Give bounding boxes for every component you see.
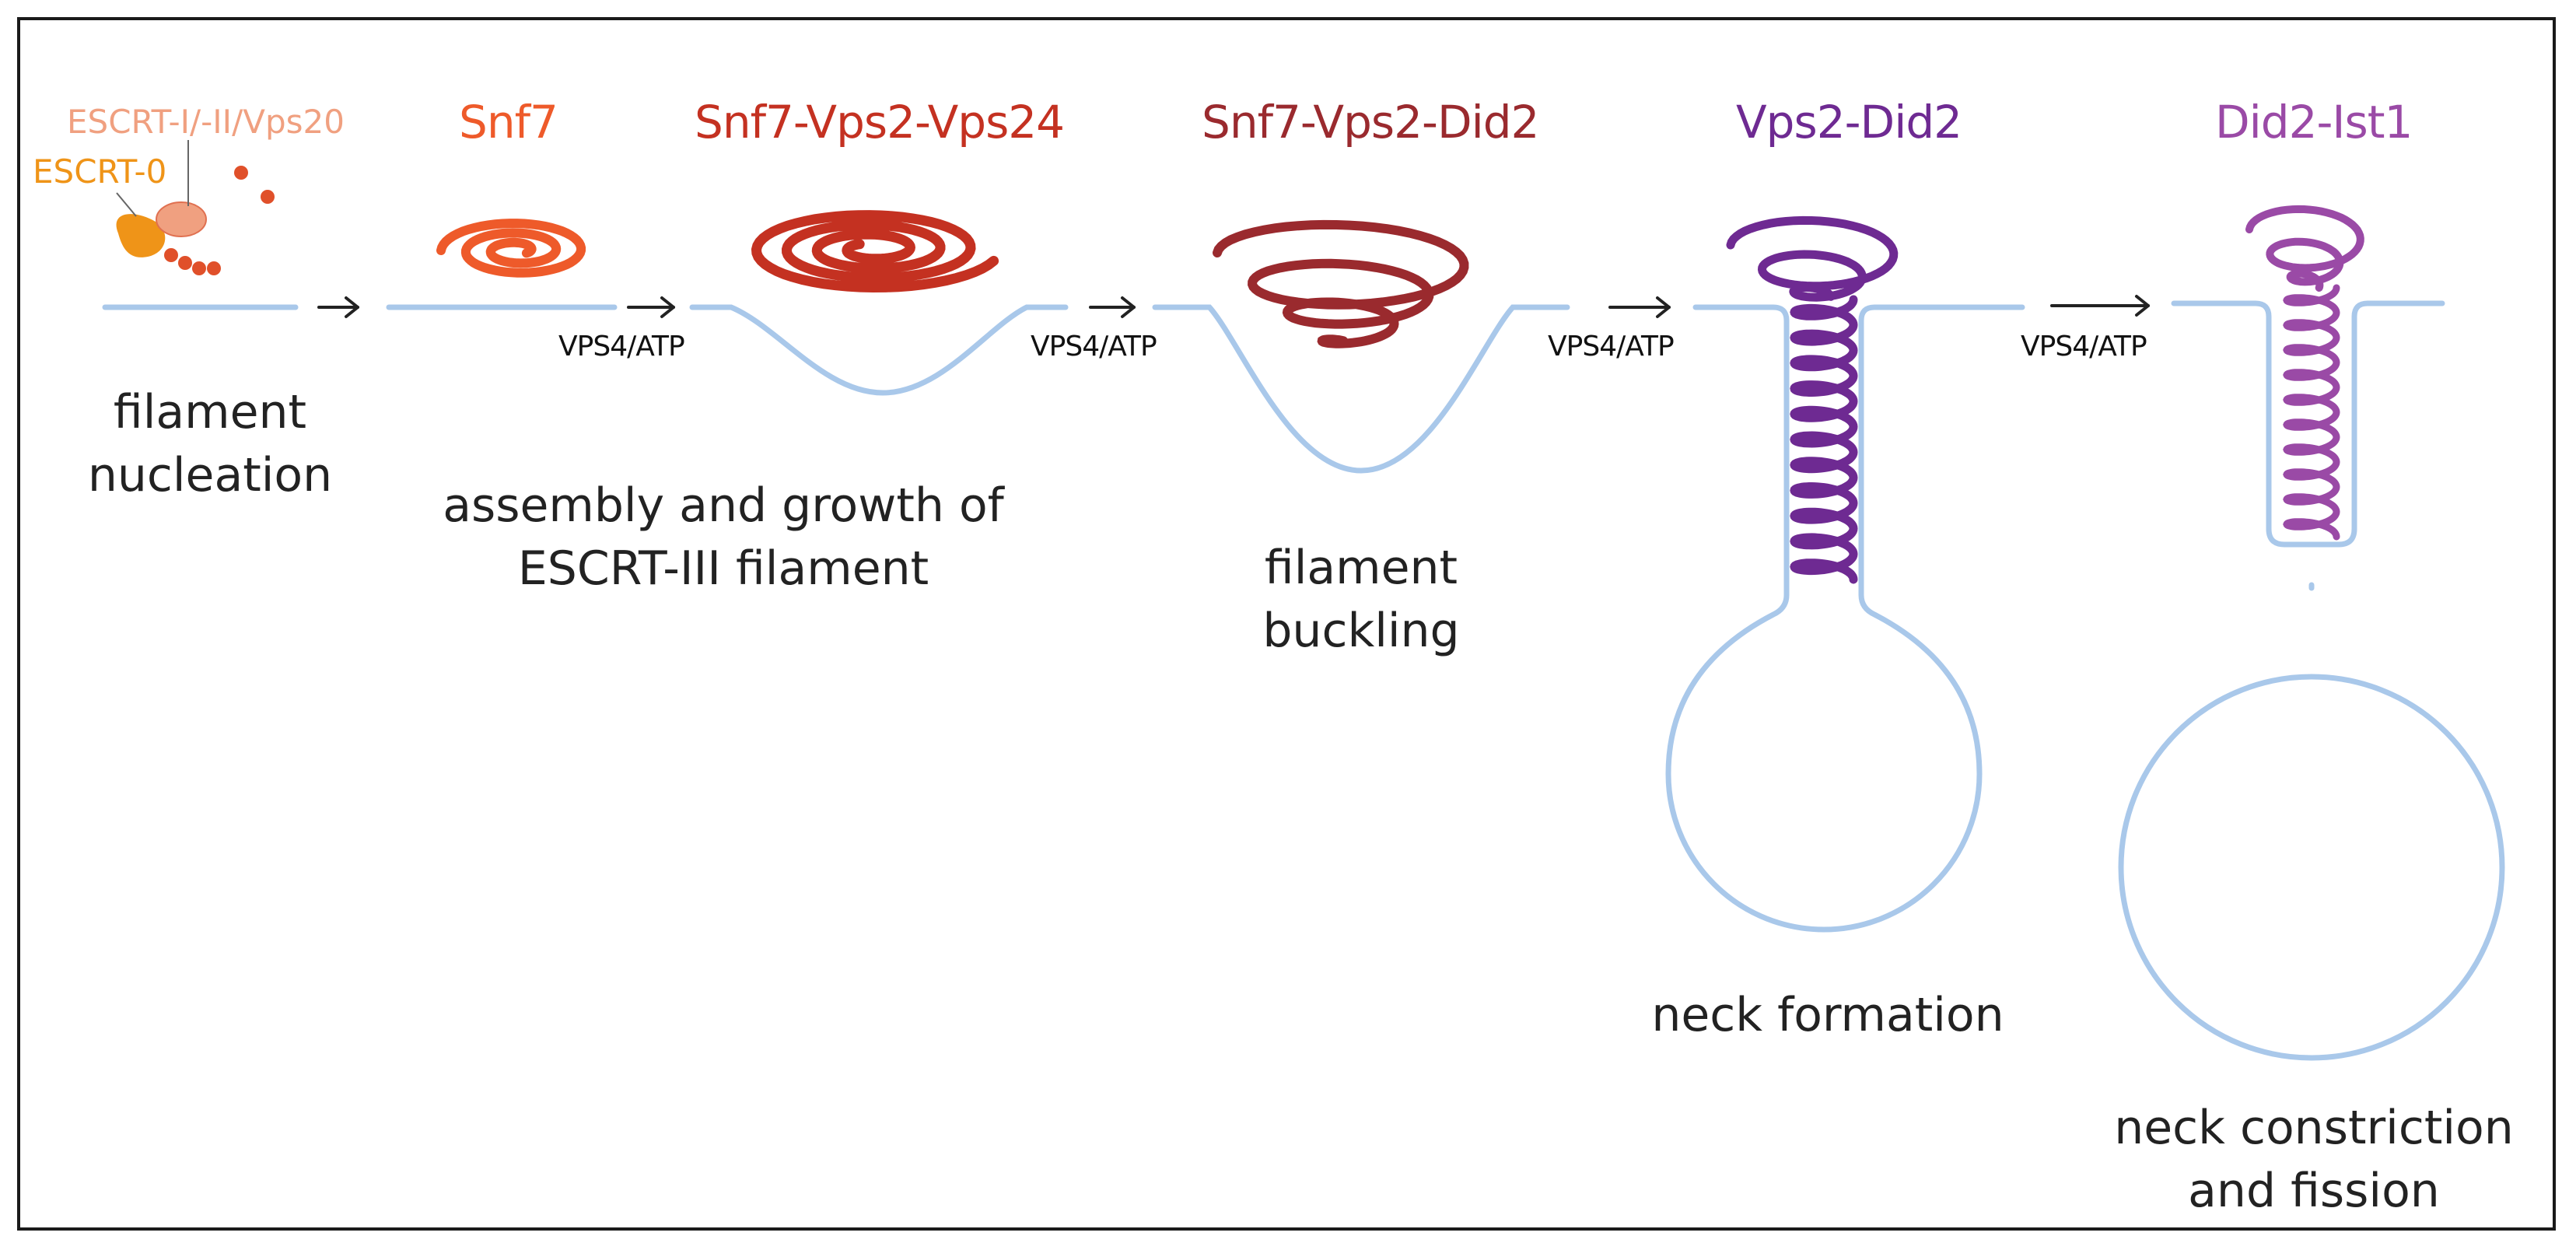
arrow-1: [317, 296, 359, 318]
membrane-constricted-neck: [2171, 300, 2445, 548]
snf7-vps2-did2-spiral: [1213, 219, 1469, 348]
label-vps2-did2: Vps2-Did2: [1736, 96, 1962, 149]
label-escrt-complex: ESCRT-I/-II/Vps20: [67, 103, 345, 141]
nucleation-complex: [116, 140, 275, 275]
stage-fission-line1: neck constriction: [2114, 1101, 2514, 1155]
stage-nucleation: filament nucleation: [70, 381, 350, 507]
stage-fission-line2: and fission: [2188, 1164, 2440, 1218]
arrow-3: [1089, 296, 1136, 318]
arrow-2: [627, 296, 675, 318]
figure-frame: [17, 17, 2556, 1231]
stage-buckling: filament buckling: [1206, 537, 1517, 663]
label-vps4-atp-4: VPS4/ATP: [2021, 331, 2147, 362]
escrt-dot: [261, 190, 275, 204]
stage-assembly-line2: ESCRT-III filament: [517, 541, 929, 596]
escrt-dot: [178, 256, 192, 270]
did2-ist1-spiral-top: [2245, 205, 2364, 292]
escrt0-blob: [116, 214, 166, 257]
label-escrt0: ESCRT-0: [33, 152, 167, 191]
escrt-dot: [192, 261, 206, 275]
escrt-dot: [234, 166, 248, 180]
snf7-spiral: [436, 219, 586, 278]
stage-fission: neck constriction and fission: [2073, 1097, 2555, 1223]
escrt-dot: [164, 248, 178, 262]
escrt-complex-blob: [156, 201, 207, 237]
stage-buckling-line2: buckling: [1262, 604, 1460, 658]
escrt-dot: [207, 261, 221, 275]
label-snf7: Snf7: [459, 96, 558, 149]
vps2-did2-spiral-top: [1726, 215, 1899, 302]
label-snf7-vps2-did2: Snf7-Vps2-Did2: [1202, 96, 1539, 149]
stage-assembly-line1: assembly and growth of: [443, 478, 1004, 533]
label-did2-ist1: Did2-Ist1: [2215, 96, 2413, 149]
vps2-did2-helix: [1790, 295, 1858, 584]
arrow-5: [2050, 295, 2150, 317]
membrane-deep-invagination: [1152, 304, 1570, 474]
stage-nucleation-line2: nucleation: [87, 448, 333, 502]
escrt0-leader: [116, 192, 137, 217]
arrow-4: [1608, 296, 1671, 318]
stage-neck-formation: neck formation: [1651, 988, 2004, 1042]
label-vps4-atp-1: VPS4/ATP: [558, 331, 685, 362]
label-vps4-atp-3: VPS4/ATP: [1548, 331, 1675, 362]
stage-buckling-line1: filament: [1264, 541, 1458, 595]
released-vesicle: [2118, 674, 2505, 1061]
did2-ist1-helix: [2283, 284, 2340, 541]
label-snf7-vps2-vps24: Snf7-Vps2-Vps24: [695, 96, 1065, 149]
label-vps4-atp-2: VPS4/ATP: [1031, 331, 1157, 362]
membrane-neck-vesicle: [1665, 304, 2025, 933]
stage-nucleation-line1: filament: [113, 385, 307, 439]
snf7-vps2-vps24-spiral: [751, 210, 999, 293]
stage-assembly: assembly and growth of ESCRT-III filamen…: [404, 474, 1042, 600]
membrane-shallow-invagination: [689, 304, 1069, 396]
